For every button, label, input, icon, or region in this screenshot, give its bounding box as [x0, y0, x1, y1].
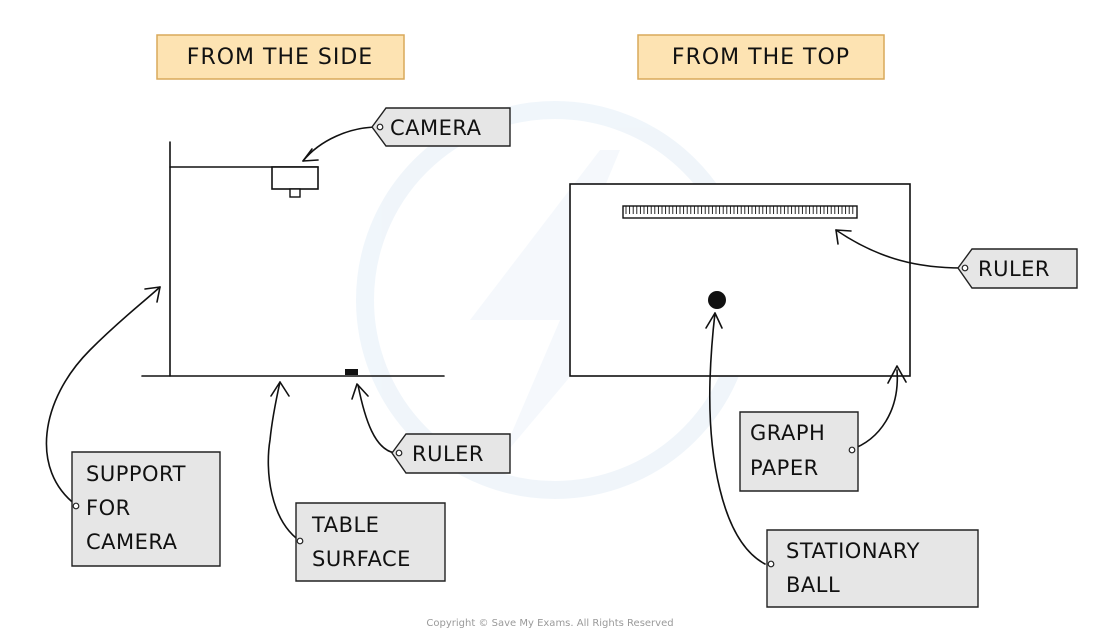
ruler-top-arrowhead: [835, 229, 852, 245]
graph-paper-arrowhead: [887, 365, 907, 384]
tag-ruler-side: RULER: [391, 433, 511, 474]
tag-graph-paper: GRAPH PAPER: [739, 411, 859, 492]
ball-arrowhead: [705, 312, 723, 329]
ruler-side-arrow: [357, 384, 396, 454]
tag-graph-line2: PAPER: [750, 456, 819, 480]
tag-support-line1: SUPPORT: [86, 462, 186, 486]
tag-table-line1: TABLE: [311, 513, 379, 537]
ball-arrow: [708, 312, 766, 565]
tag-ruler-top-text: RULER: [978, 257, 1050, 281]
camera-lens: [289, 188, 301, 198]
title-side-text: FROM THE SIDE: [187, 45, 373, 70]
top-view-apparatus: [569, 183, 911, 377]
tag-ball-line1: STATIONARY: [786, 539, 920, 563]
tag-support-line2: FOR: [86, 496, 131, 520]
table-arrowhead: [270, 381, 290, 397]
ruler-side-arrowhead: [351, 383, 369, 400]
tag-support-line3: CAMERA: [86, 530, 178, 554]
support-arrowhead: [144, 286, 161, 303]
tag-ruler-side-text: RULER: [412, 442, 484, 466]
tag-graph-line1: GRAPH: [750, 421, 825, 445]
side-view-apparatus: [141, 141, 445, 377]
tag-support-for-camera: SUPPORT FOR CAMERA: [71, 451, 221, 567]
tag-ruler-top: RULER: [957, 248, 1078, 289]
ruler-top-ticks: [625, 206, 854, 214]
title-from-the-top: FROM THE TOP: [637, 34, 885, 80]
copyright-text: Copyright © Save My Exams. All Rights Re…: [426, 618, 673, 629]
tag-camera-text: CAMERA: [390, 116, 482, 140]
table-arrow: [267, 381, 301, 542]
title-from-the-side: FROM THE SIDE: [156, 34, 405, 80]
camera-body: [271, 166, 319, 190]
support-arrow: [45, 286, 161, 506]
tag-table-surface: TABLE SURFACE: [295, 502, 446, 582]
ruler-top-arrow: [835, 229, 963, 269]
title-top-text: FROM THE TOP: [672, 45, 850, 70]
camera-arrowhead: [302, 148, 319, 162]
arrows: [45, 126, 963, 565]
stationary-ball: [708, 291, 726, 309]
camera-arrow: [302, 126, 379, 162]
tag-ball-line2: BALL: [786, 573, 840, 597]
graph-paper-arrow: [849, 369, 899, 451]
ruler-side-block: [345, 369, 358, 375]
tag-table-line2: SURFACE: [312, 547, 411, 571]
tag-stationary-ball: STATIONARY BALL: [766, 529, 979, 608]
tag-camera: CAMERA: [371, 107, 511, 147]
